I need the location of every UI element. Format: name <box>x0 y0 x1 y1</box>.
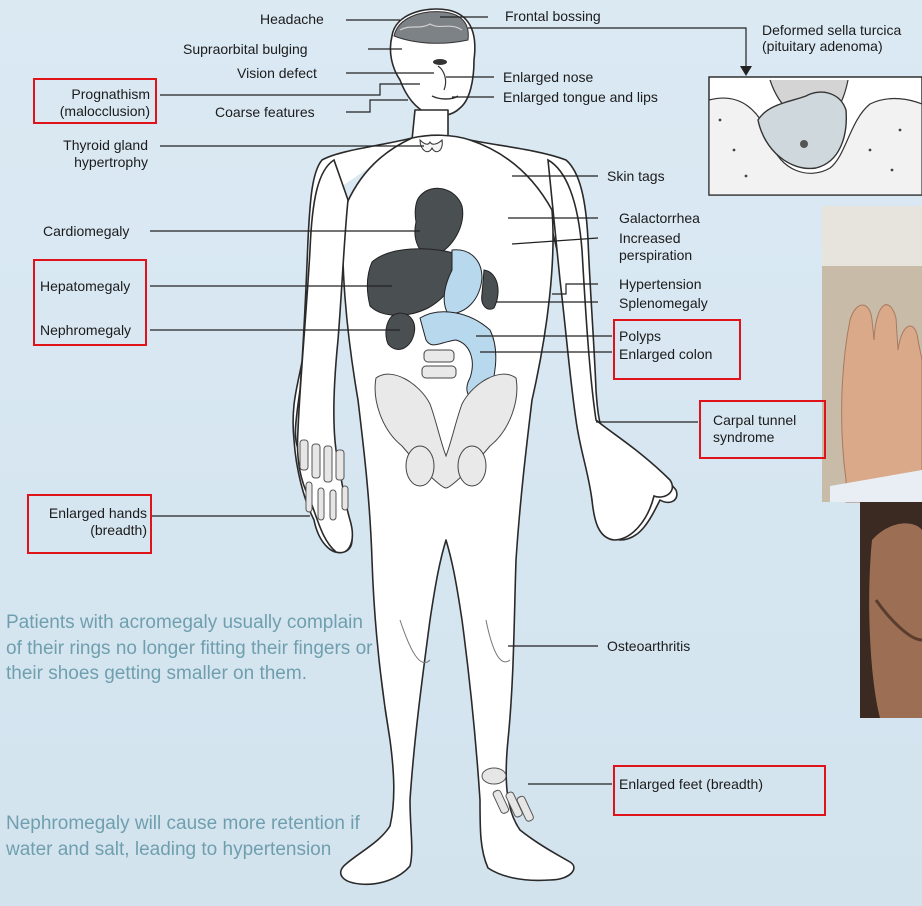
highlight-polyps-colon <box>613 319 741 380</box>
label-perspiration-1: Increased <box>619 230 680 246</box>
face-photo <box>860 502 922 718</box>
label-enlarged-tongue-lips: Enlarged tongue and lips <box>503 89 658 105</box>
label-supraorbital-bulging: Supraorbital bulging <box>183 41 308 57</box>
label-hypertension: Hypertension <box>619 276 702 292</box>
label-thyroid-1: Thyroid gland <box>20 137 148 153</box>
sella-turcica-inset <box>709 77 922 195</box>
label-coarse-features: Coarse features <box>215 104 315 120</box>
label-cardiomegaly: Cardiomegaly <box>43 223 129 239</box>
highlight-prognathism <box>33 78 157 124</box>
hand-photo <box>822 206 922 502</box>
label-splenomegaly: Splenomegaly <box>619 295 708 311</box>
highlight-enlarged-hands <box>27 494 152 554</box>
label-headache: Headache <box>260 11 324 27</box>
label-thyroid-2: hypertrophy <box>20 154 148 170</box>
sella-arrow <box>740 66 752 76</box>
highlight-hepato-nephromegaly <box>33 259 147 346</box>
label-frontal-bossing: Frontal bossing <box>505 8 601 24</box>
label-osteoarthritis: Osteoarthritis <box>607 638 690 654</box>
label-sella-2: (pituitary adenoma) <box>762 38 883 54</box>
label-enlarged-nose: Enlarged nose <box>503 69 593 85</box>
label-skin-tags: Skin tags <box>607 168 665 184</box>
label-perspiration-2: perspiration <box>619 247 692 263</box>
highlight-carpal-tunnel <box>699 400 826 459</box>
note-acromegaly-rings: Patients with acromegaly usually complai… <box>6 610 376 687</box>
label-galactorrhea: Galactorrhea <box>619 210 700 226</box>
highlight-enlarged-feet <box>613 765 826 816</box>
label-vision-defect: Vision defect <box>237 65 317 81</box>
label-sella-1: Deformed sella turcica <box>762 22 901 38</box>
note-nephromegaly-retention: Nephromegaly will cause more retention i… <box>6 811 376 862</box>
